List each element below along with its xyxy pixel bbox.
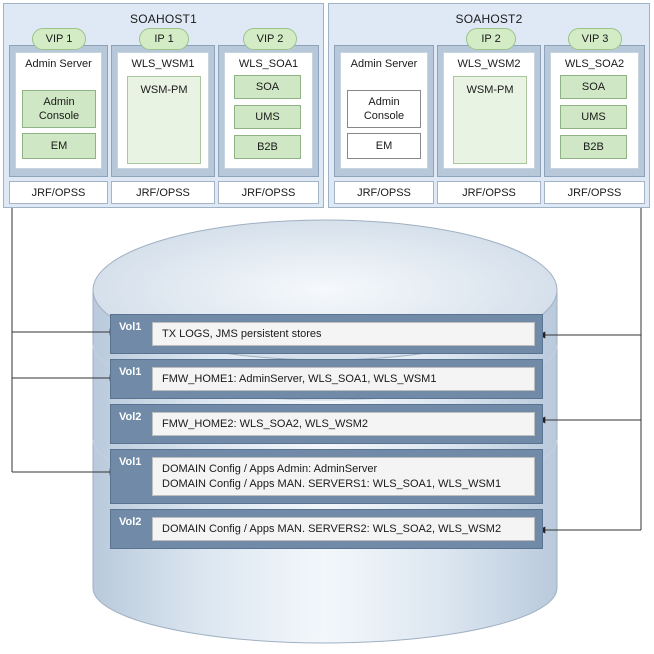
component-soa: SOA: [560, 75, 627, 99]
volume-content: DOMAIN Config / Apps MAN. SERVERS2: WLS_…: [152, 517, 535, 541]
server-name: WLS_SOA1: [238, 58, 299, 70]
ip-badge: IP 2: [466, 28, 516, 50]
server-name: WLS_WSM2: [457, 58, 521, 70]
jrf-opss-layer: JRF/OPSS: [218, 181, 319, 204]
server-inner: WLS_WSM1 WSM-PM: [117, 52, 209, 169]
server-wls-wsm2: WLS_WSM2 WSM-PM: [437, 45, 541, 177]
server-inner: Admin Server Admin Console EM: [15, 52, 102, 169]
server-wls-soa1: WLS_SOA1 SOA UMS B2B: [218, 45, 319, 177]
ip-badge: IP 1: [139, 28, 189, 50]
volume-text-line: FMW_HOME2: WLS_SOA2, WLS_WSM2: [162, 417, 368, 430]
server-inner: WLS_SOA1 SOA UMS B2B: [224, 52, 313, 169]
component-wsm-pm: WSM-PM: [127, 76, 201, 164]
server-name: WLS_SOA2: [564, 58, 625, 70]
volume-text-line: DOMAIN Config / Apps MAN. SERVERS2: WLS_…: [162, 522, 502, 535]
left-connector-lines: [11, 208, 117, 476]
server-name: WLS_WSM1: [131, 58, 195, 70]
component-soa: SOA: [234, 75, 301, 99]
volume-label: Vol2: [119, 516, 142, 528]
volume-fmw-home2: Vol2 FMW_HOME2: WLS_SOA2, WLS_WSM2: [110, 404, 543, 444]
component-admin-console: Admin Console: [22, 90, 96, 128]
volume-content: DOMAIN Config / Apps Admin: AdminServer …: [152, 457, 535, 496]
volume-fmw-home1: Vol1 FMW_HOME1: AdminServer, WLS_SOA1, W…: [110, 359, 543, 399]
right-connector-lines: [538, 208, 642, 534]
host-title: SOAHOST2: [455, 12, 523, 26]
server-admin: Admin Server Admin Console EM: [9, 45, 108, 177]
volume-content: TX LOGS, JMS persistent stores: [152, 322, 535, 346]
host-title: SOAHOST1: [130, 12, 197, 26]
host-soahost2: SOAHOST2 Admin Server Admin Console EM J…: [328, 3, 650, 208]
server-name: Admin Server: [350, 58, 418, 70]
jrf-opss-layer: JRF/OPSS: [9, 181, 108, 204]
component-ums: UMS: [234, 105, 301, 129]
component-b2b: B2B: [560, 135, 627, 159]
host-soahost1: SOAHOST1 Admin Server Admin Console EM J…: [3, 3, 324, 208]
volume-domain-config-2: Vol2 DOMAIN Config / Apps MAN. SERVERS2:…: [110, 509, 543, 549]
component-em: EM: [347, 133, 421, 159]
volume-tx-logs: Vol1 TX LOGS, JMS persistent stores: [110, 314, 543, 354]
component-em: EM: [22, 133, 96, 159]
server-wls-soa2: WLS_SOA2 SOA UMS B2B: [544, 45, 645, 177]
component-b2b: B2B: [234, 135, 301, 159]
volume-label: Vol1: [119, 456, 142, 468]
vip-badge: VIP 3: [568, 28, 622, 50]
volume-label: Vol1: [119, 366, 142, 378]
server-admin-passive: Admin Server Admin Console EM: [334, 45, 434, 177]
component-wsm-pm: WSM-PM: [453, 76, 527, 164]
server-inner: WLS_SOA2 SOA UMS B2B: [550, 52, 639, 169]
component-admin-console: Admin Console: [347, 90, 421, 128]
server-wls-wsm1: WLS_WSM1 WSM-PM: [111, 45, 215, 177]
component-ums: UMS: [560, 105, 627, 129]
volume-label: Vol2: [119, 411, 142, 423]
server-name: Admin Server: [25, 58, 92, 70]
jrf-opss-layer: JRF/OPSS: [111, 181, 215, 204]
volume-text-line: TX LOGS, JMS persistent stores: [162, 327, 322, 340]
jrf-opss-layer: JRF/OPSS: [437, 181, 541, 204]
vip-badge: VIP 1: [32, 28, 86, 50]
jrf-opss-layer: JRF/OPSS: [334, 181, 434, 204]
volume-text-line: FMW_HOME1: AdminServer, WLS_SOA1, WLS_WS…: [162, 372, 437, 385]
volume-content: FMW_HOME2: WLS_SOA2, WLS_WSM2: [152, 412, 535, 436]
volume-content: FMW_HOME1: AdminServer, WLS_SOA1, WLS_WS…: [152, 367, 535, 391]
volume-text-line: DOMAIN Config / Apps MAN. SERVERS1: WLS_…: [162, 477, 502, 490]
volume-domain-config-1: Vol1 DOMAIN Config / Apps Admin: AdminSe…: [110, 449, 543, 504]
volume-text-line: DOMAIN Config / Apps Admin: AdminServer: [162, 462, 378, 475]
vip-badge: VIP 2: [243, 28, 297, 50]
jrf-opss-layer: JRF/OPSS: [544, 181, 645, 204]
volume-label: Vol1: [119, 321, 142, 333]
server-inner: Admin Server Admin Console EM: [340, 52, 428, 169]
server-inner: WLS_WSM2 WSM-PM: [443, 52, 535, 169]
